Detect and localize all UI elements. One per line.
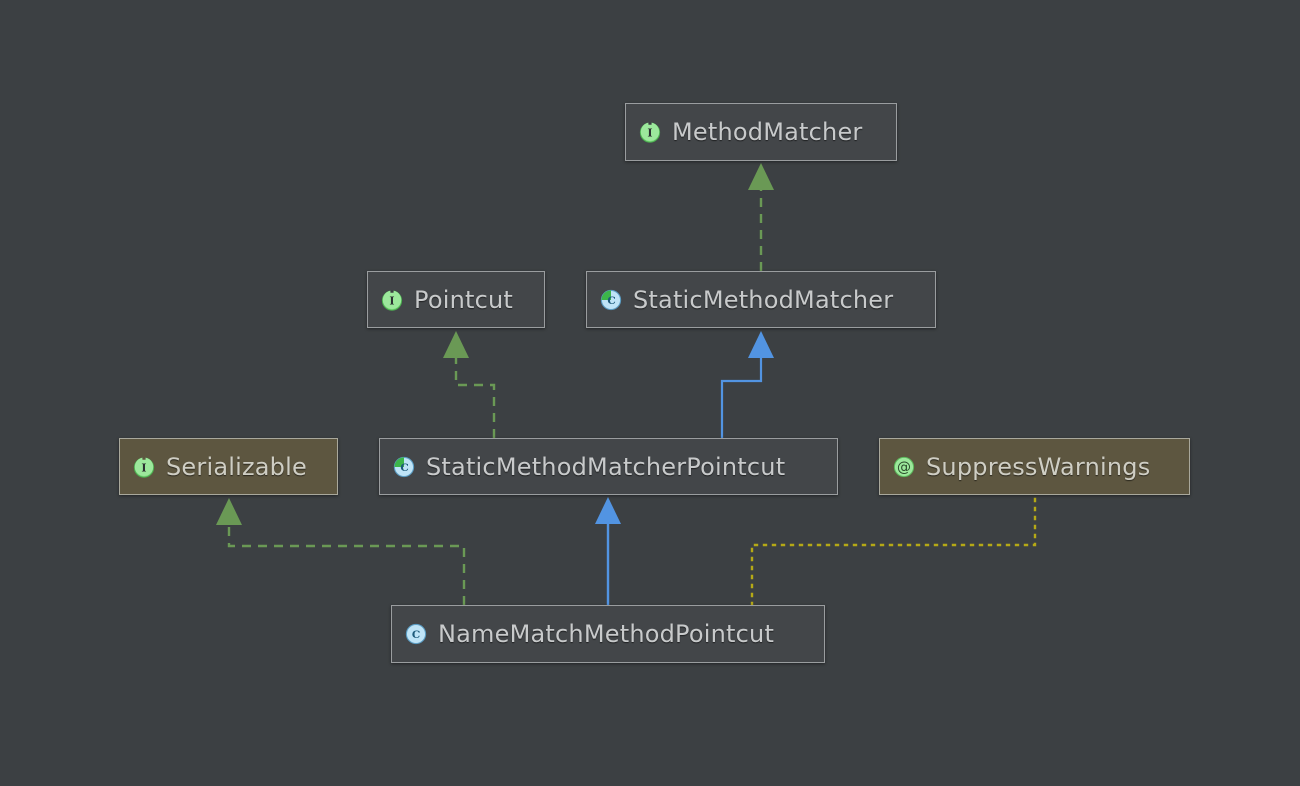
uml-node-name-match-method-pointcut[interactable]: C NameMatchMethodPointcut — [391, 605, 825, 663]
edge-name-match-method-pointcut-annotation-suppress-warnings — [750, 494, 1037, 607]
uml-node-label: Serializable — [166, 452, 307, 481]
uml-node-method-matcher[interactable]: I MethodMatcher — [625, 103, 897, 161]
edge-static-method-matcher-pointcut-implements-pointcut — [443, 331, 496, 438]
interface-icon: I — [639, 122, 661, 143]
edge-name-match-method-pointcut-implements-serializable — [216, 498, 466, 605]
svg-text:I: I — [647, 126, 652, 139]
uml-node-static-method-matcher[interactable]: C StaticMethodMatcher — [586, 271, 936, 328]
abstract-class-icon: C — [393, 456, 415, 477]
edge-static-method-matcher-pointcut-extends-static-method-matcher — [720, 331, 774, 438]
uml-node-suppress-warnings[interactable]: @ SuppressWarnings — [879, 438, 1190, 495]
class-icon: C — [405, 623, 427, 645]
edge-static-method-matcher-implements-method-matcher — [748, 163, 774, 271]
interface-icon: I — [133, 456, 155, 478]
interface-icon: I — [381, 289, 403, 311]
svg-text:@: @ — [897, 459, 911, 475]
uml-node-static-method-matcher-pointcut[interactable]: C StaticMethodMatcherPointcut — [379, 438, 838, 495]
svg-text:I: I — [389, 294, 394, 307]
uml-node-label: StaticMethodMatcher — [633, 285, 894, 314]
uml-node-label: MethodMatcher — [672, 118, 863, 146]
edge-name-match-method-pointcut-extends-static-method-matcher-pointcut — [595, 497, 621, 605]
svg-text:C: C — [400, 462, 408, 474]
uml-node-label: NameMatchMethodPointcut — [438, 620, 775, 648]
svg-text:I: I — [141, 461, 146, 474]
uml-node-pointcut[interactable]: I Pointcut — [367, 271, 545, 328]
uml-node-label: StaticMethodMatcherPointcut — [426, 452, 786, 481]
annotation-icon: @ — [893, 456, 915, 477]
uml-node-serializable[interactable]: I Serializable — [119, 438, 338, 495]
abstract-class-icon: C — [600, 289, 622, 310]
svg-text:C: C — [607, 295, 615, 307]
svg-text:C: C — [412, 629, 420, 641]
uml-node-label: SuppressWarnings — [926, 452, 1151, 481]
uml-node-label: Pointcut — [414, 285, 514, 314]
